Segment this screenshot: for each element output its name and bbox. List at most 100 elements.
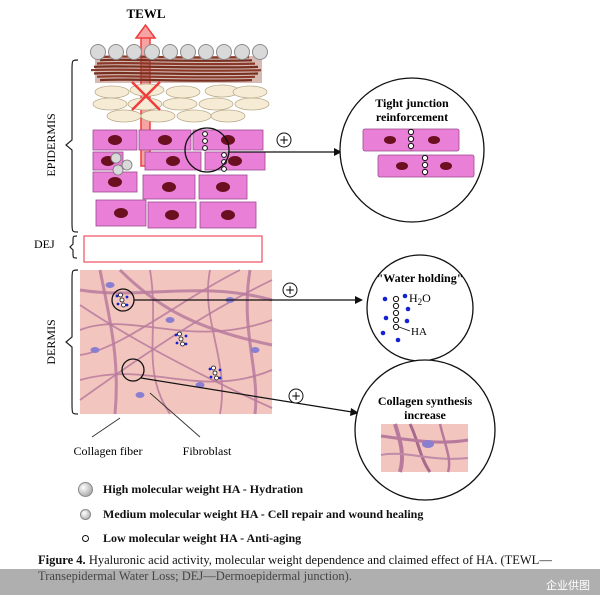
fibroblast-cell (105, 282, 115, 288)
fibroblast-cell (165, 317, 175, 323)
ha-bead (121, 302, 126, 308)
corneum-band (99, 78, 253, 82)
high-mw-ha-sphere (126, 44, 142, 60)
legend-item-low: Low molecular weight HA - Anti-aging (78, 531, 301, 546)
collagen-fiber (245, 269, 258, 415)
dermis-label: DERMIS (44, 319, 58, 364)
granular-cell (94, 85, 130, 99)
corneum-band (93, 65, 259, 69)
epidermis-label: EPIDERMIS (44, 113, 58, 176)
collagen-fibers (79, 268, 273, 415)
legend-item-high: High molecular weight HA - Hydration (78, 482, 303, 497)
corneum-band (90, 68, 262, 72)
low-mw-ha-chains (115, 292, 222, 381)
high-mw-ha-sphere (252, 44, 268, 60)
fibroblast-label: Fibroblast (183, 444, 232, 458)
water-molecule (175, 341, 179, 345)
cell-nucleus (162, 182, 176, 192)
granular-cell (140, 109, 176, 123)
collagen-synthesis-title-2: increase (404, 408, 446, 422)
low-mw-ha-bead (202, 145, 208, 151)
granular-layer (92, 83, 270, 123)
plus-sign-1: + (279, 133, 289, 147)
fibroblast-cell (250, 347, 260, 353)
legend-label-medium: Medium molecular weight HA - Cell repair… (103, 507, 424, 521)
ha-activity-diagram: TEWL EPIDERMIS DEJ DERMIS Collagen fiber… (34, 6, 496, 501)
dermis-focus-circle-bottom (121, 358, 145, 382)
fibroblast-pointer (149, 392, 201, 438)
ha-label: HA (411, 326, 427, 338)
dej-band (83, 235, 263, 263)
cell-nucleus (166, 156, 180, 166)
high-mw-ha-sphere (108, 44, 124, 60)
low-mw-ha-bead (221, 152, 227, 158)
cell-nucleus (114, 208, 128, 218)
high-mw-ha-sphere (90, 44, 106, 60)
granular-cell (92, 97, 128, 111)
ha-bead (119, 297, 125, 303)
corneum-band (93, 71, 259, 76)
water-molecule (184, 334, 188, 338)
high-mw-ha-row (90, 44, 268, 60)
cell-nucleus (108, 177, 122, 187)
granular-cell (234, 97, 270, 111)
water-molecule (125, 303, 129, 307)
high-mw-ha-sphere (198, 44, 214, 60)
h2o-label: H2O (409, 291, 431, 307)
cell-nucleus (228, 156, 242, 166)
fibroblast-cell (90, 347, 100, 353)
water-molecule (208, 367, 212, 371)
water-molecule (218, 368, 222, 372)
high-mw-ha-sphere (180, 44, 196, 60)
dej-bracket (69, 235, 78, 259)
cell-nucleus (165, 210, 179, 220)
cell-nucleus (108, 135, 122, 145)
tight-junction-title-2: reinforcement (376, 110, 448, 124)
blocked-loss-mark (131, 81, 161, 111)
water-molecule (174, 333, 178, 337)
water-molecule (209, 375, 213, 379)
ha-bead (211, 365, 216, 371)
granular-cell (198, 97, 234, 111)
ha-bead (180, 341, 185, 347)
legend-item-medium: Medium molecular weight HA - Cell repair… (78, 507, 423, 522)
tight-junction-title-1: Tight junction (375, 96, 449, 110)
caption-prefix: Figure 4. (38, 553, 86, 567)
dermis-bracket (65, 269, 79, 415)
collagen-pointer (91, 417, 121, 438)
collagen-fiber (118, 268, 273, 347)
fibroblasts (90, 282, 260, 398)
collagen-fiber-label: Collagen fiber (74, 444, 143, 458)
tewl-label: TEWL (126, 6, 165, 21)
collagen-synthesis-title-1: Collagen synthesis (378, 394, 473, 408)
dej-label: DEJ (34, 237, 55, 251)
watermark-text: 企业供图 (546, 579, 590, 592)
granular-cell (106, 109, 142, 123)
tight-junction-ha (407, 128, 429, 176)
low-mw-ha-icon (82, 535, 89, 542)
plus-sign-2: + (285, 283, 295, 297)
medium-mw-ha-cluster (110, 152, 133, 176)
high-mw-ha-icon (78, 482, 93, 497)
ha-bead (118, 292, 123, 298)
stratum-corneum (90, 55, 262, 83)
medium-mw-ha-icon (80, 509, 91, 520)
legend-label-low: Low molecular weight HA - Anti-aging (103, 531, 302, 545)
fibroblast-cell (135, 392, 145, 398)
water-molecules (380, 293, 411, 343)
water-molecule (115, 294, 119, 298)
corneum-band (96, 61, 256, 66)
water-molecule (116, 302, 120, 306)
water-holding-ha (392, 295, 411, 332)
low-mw-ha-bead (202, 131, 208, 137)
granular-cell (165, 85, 201, 99)
high-mw-ha-sphere (234, 44, 250, 60)
epidermis-bracket (65, 59, 79, 233)
legend-label-high: High molecular weight HA - Hydration (103, 482, 304, 496)
ha-bead (178, 336, 184, 342)
corneum-band (96, 75, 256, 79)
cell-nucleus (158, 135, 172, 145)
high-mw-ha-sphere (216, 44, 232, 60)
low-mw-ha-bead (221, 166, 227, 172)
ha-bead (212, 370, 218, 376)
